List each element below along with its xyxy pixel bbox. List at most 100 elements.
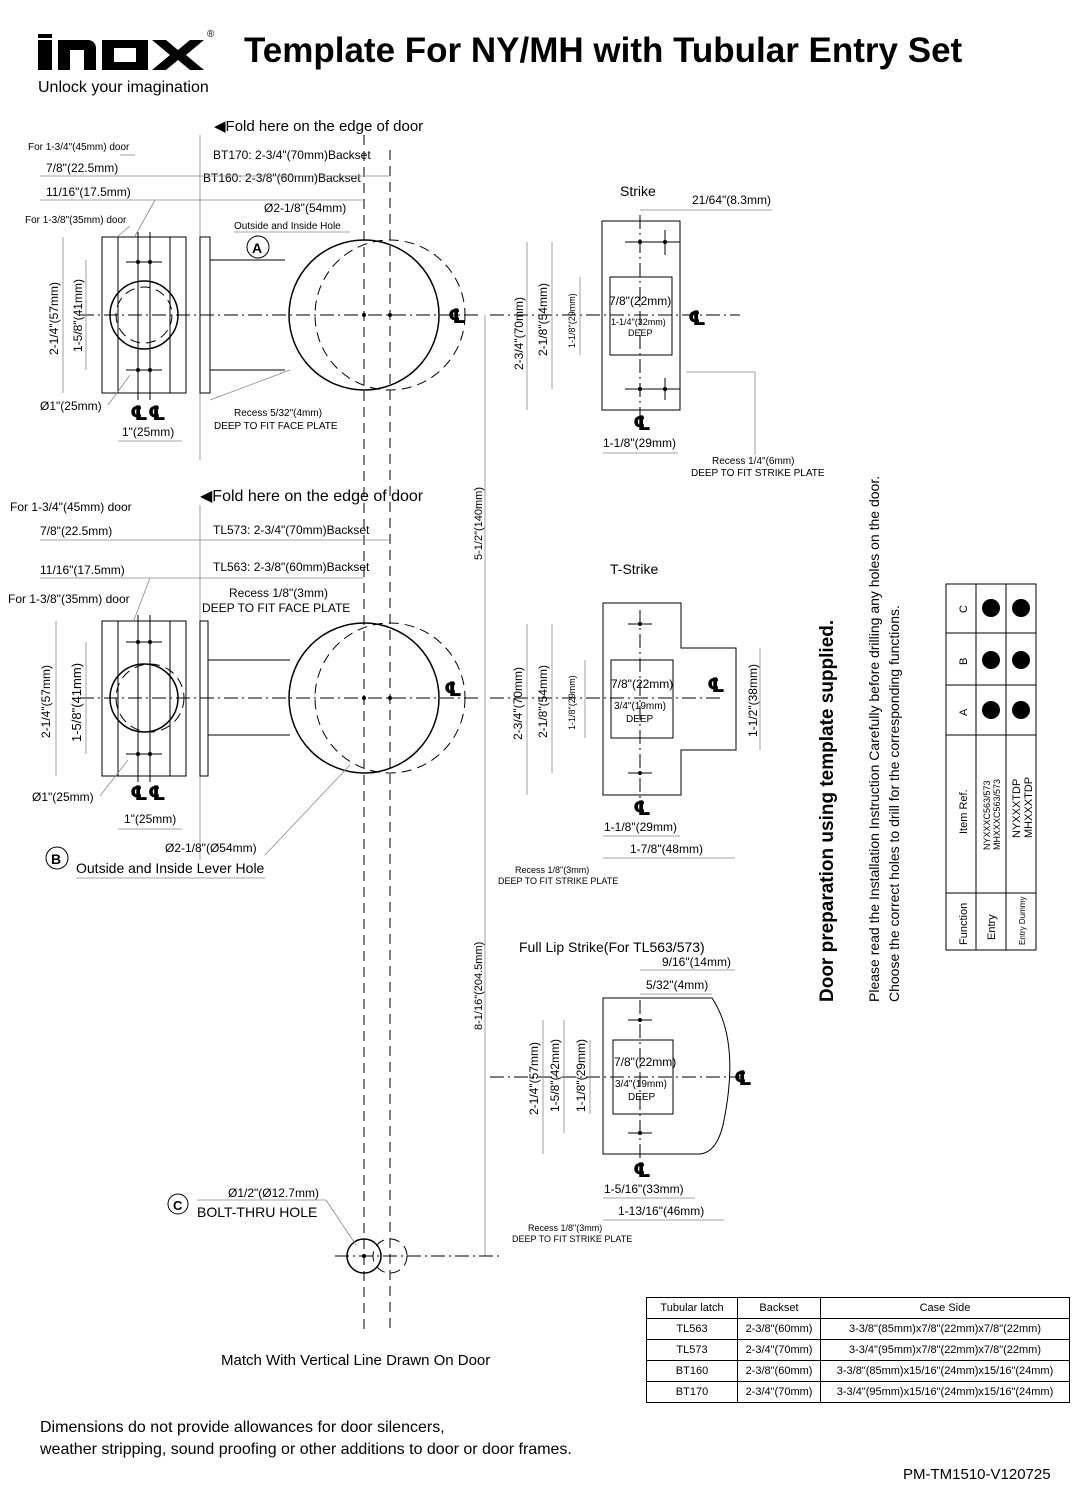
centerline-mark-strike-b: ℄ <box>633 413 651 435</box>
bt170-label: BT170: 2-3/4"(70mm)Backset <box>213 148 371 162</box>
dim-w25: 1"(25mm) <box>122 425 174 439</box>
dim-dia25: Ø1"(25mm) <box>40 399 102 413</box>
bolt-dia: Ø1/2"(Ø12.7mm) <box>228 1186 319 1200</box>
cell-backset: 2-3/8"(60mm) <box>737 1360 821 1382</box>
fold-label-mid: ◀Fold here on the edge of door <box>200 488 424 505</box>
strike-box2: 1-1/4"(32mm) <box>611 317 666 327</box>
table-row: TL573 2-3/4"(70mm) 3-3/4"(95mm)x7/8"(22m… <box>646 1339 1070 1361</box>
strike-b29: 1-1/8"(29mm) <box>603 436 676 450</box>
table-row: TL563 2-3/8"(60mm) 3-3/8"(85mm)x7/8"(22m… <box>646 1318 1070 1340</box>
marker-a-circle <box>246 235 270 259</box>
centerline-mark-b: ℄ <box>444 679 462 701</box>
lip-w4: 5/32"(4mm) <box>646 978 708 992</box>
tstrike-h54: 2-1/8"(54mm) <box>536 665 550 738</box>
bt160-label: BT160: 2-3/8"(60mm)Backset <box>203 171 361 185</box>
latch-plate-mid: ◀Fold here on the edge of door For 1-3/4… <box>8 488 480 879</box>
latch-table-header: Tubular latch Backset Case Side <box>646 1297 1070 1319</box>
tstrike-box3: DEEP <box>626 714 654 725</box>
col-item: Item Ref. <box>958 789 970 834</box>
mid-w25: 1"(25mm) <box>124 812 176 826</box>
r1-item1: NYXXXC563/573 <box>982 780 992 850</box>
dim-h41: 1-5/8"(41mm) <box>71 279 85 352</box>
cell-latch: TL573 <box>646 1339 738 1361</box>
dim-hole54-a: Ø2-1/8"(54mm) <box>264 201 346 215</box>
tl563-label: TL563: 2-3/8"(60mm)Backset <box>213 560 370 574</box>
tstrike-recess-1: Recess 1/8"(3mm) <box>515 865 589 875</box>
tstrike-recess-2: DEEP TO FIT STRIKE PLATE <box>498 876 618 886</box>
latch-plate-top: ◀Fold here on the edge of door For 1-3/4… <box>25 118 480 442</box>
col-function: Function <box>958 903 970 945</box>
cell-case: 3-3/8"(85mm)x15/16"(24mm)x15/16"(24mm) <box>820 1360 1070 1382</box>
tstrike-h70: 2-3/4"(70mm) <box>511 667 525 740</box>
cell-case: 3-3/4"(95mm)x7/8"(22mm)x7/8"(22mm) <box>820 1339 1070 1361</box>
fold-label-top: ◀Fold here on the edge of door <box>214 118 423 135</box>
latch-table: Tubular latch Backset Case Side TL563 2-… <box>646 1297 1070 1403</box>
dim-v204: 8-1/16"(204.5mm) <box>473 942 485 1030</box>
lip-recess-2: DEEP TO FIT STRIKE PLATE <box>512 1234 632 1244</box>
door45-label: For 1-3/4"(45mm) door <box>28 142 130 153</box>
outside-inside-hole-label: Outside and Inside Hole <box>234 221 341 232</box>
th-case: Case Side <box>820 1297 1070 1319</box>
t-strike-plate: T-Strike 7/8"(22mm) 3/4"(19mm) DEEP ℄ 2-… <box>490 561 761 886</box>
recess-top-2: DEEP TO FIT FACE PLATE <box>214 421 338 432</box>
side-line2: Choose the correct holes to drill for th… <box>886 605 902 1002</box>
mid-dia25: Ø1"(25mm) <box>32 790 94 804</box>
mid-recess-1: Recess 1/8"(3mm) <box>229 586 328 600</box>
r2-function: Entry Dummy <box>1018 897 1027 945</box>
lip-box2: 3/4"(19mm) <box>615 1079 667 1090</box>
lip-w14: 9/16"(14mm) <box>662 955 731 969</box>
centerline-mark-lip: ℄ <box>734 1068 752 1090</box>
tstrike-h29: 1-1/8"(29mm) <box>567 675 577 730</box>
cell-latch: BT160 <box>646 1360 738 1382</box>
dim-v140: 5-1/2"(140mm) <box>473 487 485 560</box>
strike-plate: Strike 21/64"(8.3mm) 7/8"(22mm) 1-1/4"(3… <box>490 183 825 479</box>
tl573-label: TL573: 2-3/4"(70mm)Backset <box>213 523 370 537</box>
tstrike-b29: 1-1/8"(29mm) <box>604 820 677 834</box>
strike-h29: 1-1/8"(29mm) <box>567 293 577 348</box>
tstrike-box1: 7/8"(22mm) <box>611 677 673 691</box>
strike-recess-2: DEEP TO FIT STRIKE PLATE <box>691 468 825 479</box>
strike-box1: 7/8"(22mm) <box>609 294 671 308</box>
dim-11-16: 11/16"(17.5mm) <box>46 185 131 199</box>
brand-tagline: Unlock your imagination <box>38 79 209 96</box>
strike-recess-1: Recess 1/4"(6mm) <box>712 456 794 467</box>
cell-latch: TL563 <box>646 1318 738 1340</box>
col-b: B <box>958 658 970 665</box>
bolt-thru-hole: C Ø1/2"(Ø12.7mm) BOLT-THRU HOLE <box>167 1186 500 1274</box>
marker-c: C <box>173 1198 183 1213</box>
lip-h57: 2-1/4"(57mm) <box>527 1042 541 1115</box>
strike-h54: 2-1/8"(54mm) <box>536 283 550 356</box>
table-row: BT160 2-3/8"(60mm) 3-3/8"(85mm)x15/16"(2… <box>646 1360 1070 1382</box>
centerline-mark-a: ℄ <box>448 306 466 328</box>
side-line1: Please read the Installation Instruction… <box>866 476 882 1002</box>
door35-label: For 1-3/8"(35mm) door <box>25 215 127 226</box>
cell-backset: 2-3/4"(70mm) <box>737 1381 821 1403</box>
cell-latch: BT170 <box>646 1381 738 1403</box>
tstrike-b48: 1-7/8"(48mm) <box>630 842 703 856</box>
mid-h41: 1-5/8"(41mm) <box>69 663 84 742</box>
centerline-marks-mid: ℄℄ <box>130 783 166 805</box>
brand-logo: ® <box>38 29 215 70</box>
match-line-note: Match With Vertical Line Drawn On Door <box>221 1352 490 1369</box>
centerline-mark-strike: ℄ <box>688 308 706 330</box>
strike-title: Strike <box>620 183 656 199</box>
marker-b-circle <box>45 846 69 870</box>
lip-h42: 1-5/8"(42mm) <box>548 1039 562 1112</box>
side-heading: Door preparation using template supplied… <box>817 620 838 1002</box>
tstrike-box2: 3/4"(19mm) <box>614 701 666 712</box>
mid-recess-2: DEEP TO FIT FACE PLATE <box>202 601 350 615</box>
function-table: C B A Item Ref. Function NYXXXC563/573 M… <box>945 583 1037 951</box>
marker-b: B <box>51 851 61 867</box>
footer-note1: Dimensions do not provide allowances for… <box>40 1419 445 1436</box>
col-c: C <box>958 605 970 613</box>
centerline-mark-tstrike-b: ℄ <box>633 798 651 820</box>
th-latch: Tubular latch <box>646 1297 738 1319</box>
r1-function: Entry <box>986 914 998 940</box>
mid-door35: For 1-3/8"(35mm) door <box>8 592 130 606</box>
r2-item2: MHXXXTDP <box>1023 777 1035 838</box>
col-a: A <box>958 708 970 716</box>
cell-backset: 2-3/8"(60mm) <box>737 1318 821 1340</box>
recess-top-1: Recess 5/32"(4mm) <box>234 408 322 419</box>
centerline-marks-top: ℄℄ <box>130 403 166 425</box>
